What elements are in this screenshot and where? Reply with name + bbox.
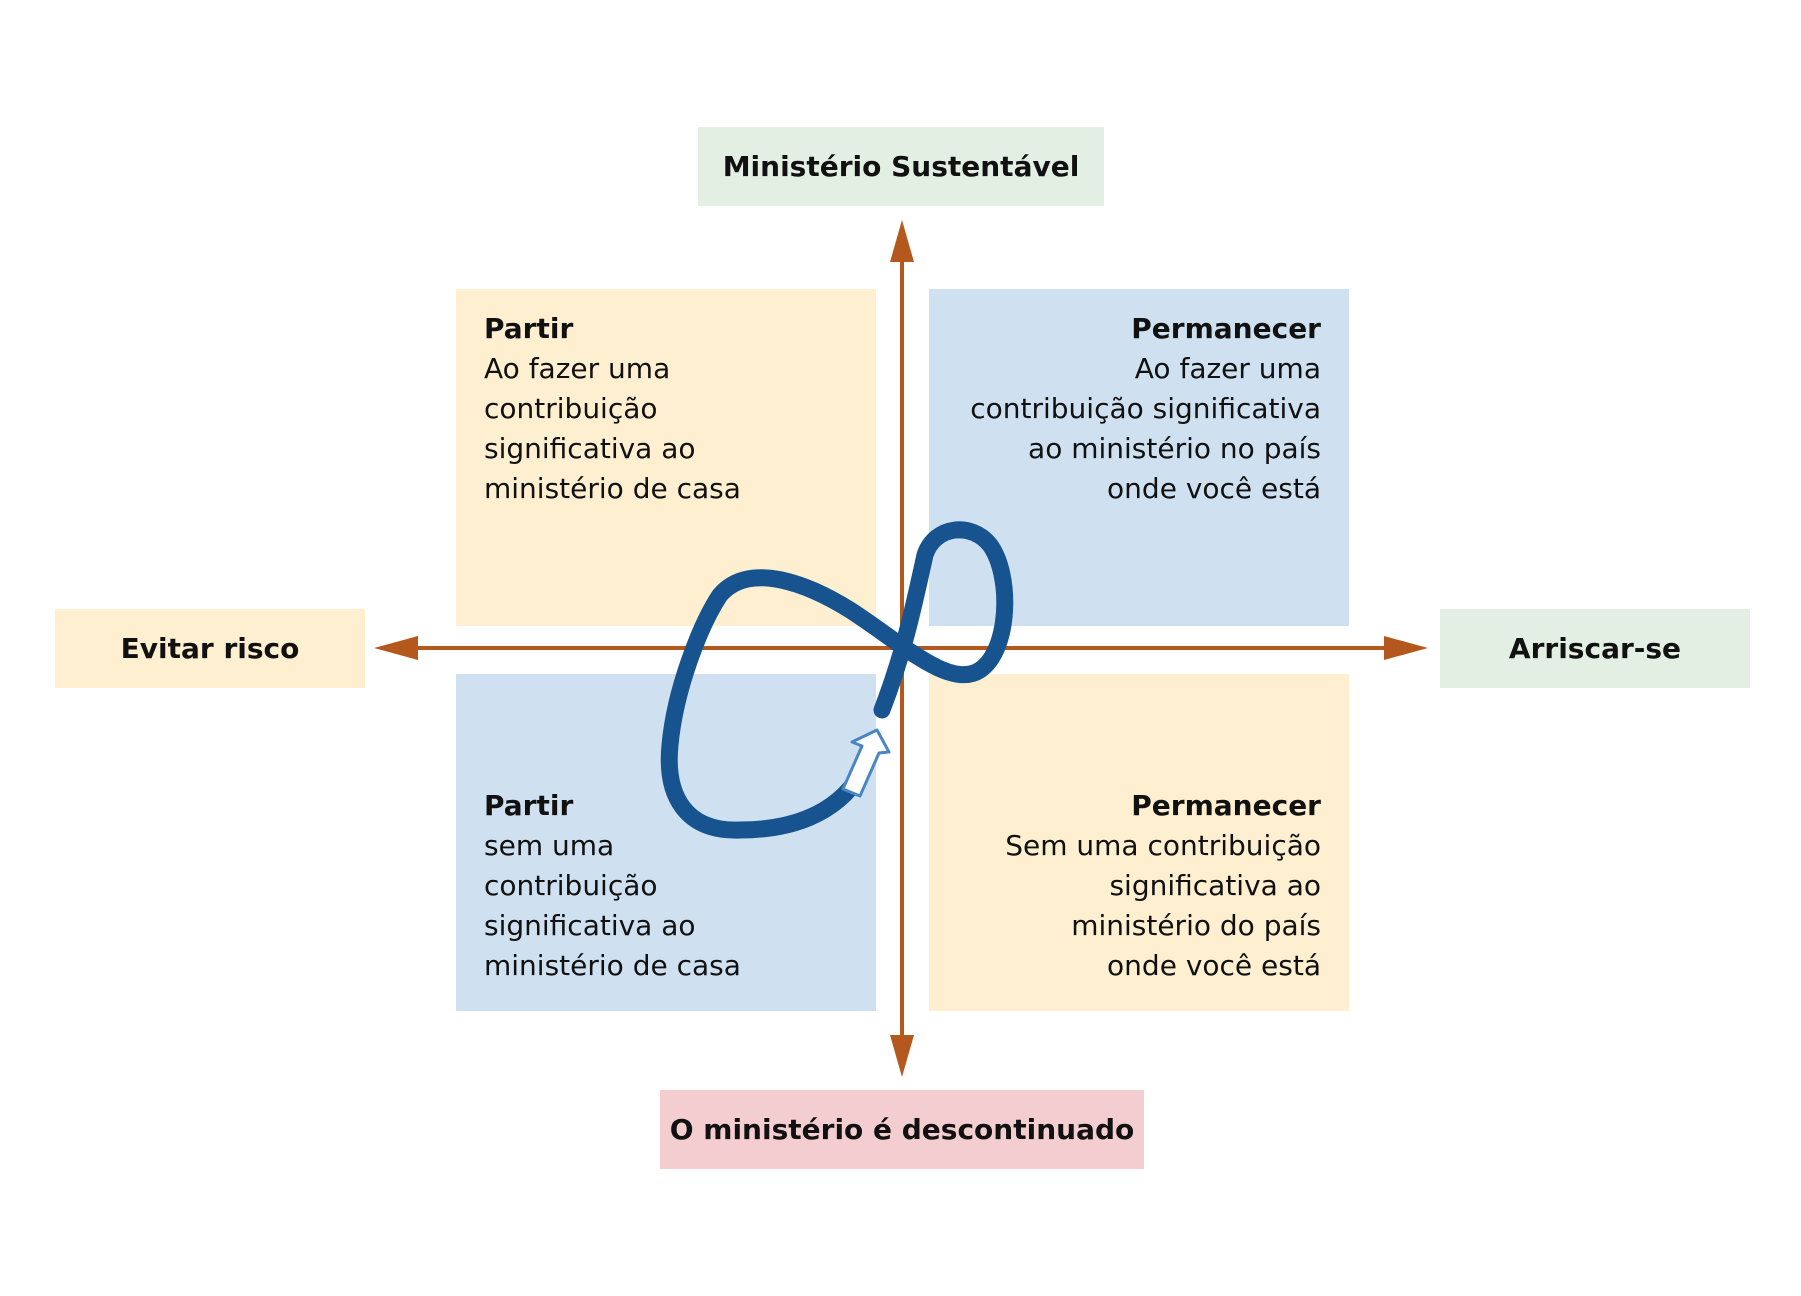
axis-arrow-down-icon [890,1035,914,1077]
quadrant-top-left-title: Partir [484,312,574,345]
quadrant-bottom-left-title: Partir [484,789,574,822]
quadrant-bottom-left-line-1: sem uma [484,829,615,862]
quadrant-top-left-line-4: ministério de casa [484,472,741,505]
quadrant-bottom-left-line-4: ministério de casa [484,949,741,982]
axis-label-left-text: Evitar risco [120,632,300,665]
quadrant-bottom-left-line-2: contribuição [484,869,658,902]
axis-label-bottom-text: O ministério é descontinuado [669,1113,1135,1146]
quadrant-top-left: Partir Ao fazer uma contribuição signifi… [456,289,876,626]
quadrant-bottom-left-line-3: significativa ao [484,909,696,942]
axis-arrow-up-icon [890,220,914,262]
quadrant-bottom-right-line-1: Sem uma contribuição [1005,829,1321,862]
quadrant-bottom-right-title: Permanecer [1131,789,1321,822]
quadrant-top-right-line-4: onde você está [1107,472,1321,505]
axis-label-top-text: Ministério Sustentável [722,150,1080,183]
axis-label-right: Arriscar-se [1440,609,1750,688]
loop-direction-arrow-icon [841,728,891,798]
quadrant-bottom-right-line-4: onde você está [1107,949,1321,982]
figure-eight-loop-path [660,521,1014,839]
quadrant-top-left-line-1: Ao fazer uma [484,352,671,385]
quadrant-bottom-right-line-3: ministério do país [1071,909,1321,942]
quadrant-top-right-line-1: Ao fazer uma [1134,352,1321,385]
quadrant-top-left-line-3: significativa ao [484,432,696,465]
axis-label-bottom: O ministério é descontinuado [660,1090,1144,1169]
quadrant-top-right-line-3: ao ministério no país [1028,432,1321,465]
axis-arrow-left-icon [374,636,418,660]
quadrant-top-right-title: Permanecer [1131,312,1321,345]
axis-label-top: Ministério Sustentável [698,127,1104,206]
axis-arrow-right-icon [1384,636,1428,660]
quadrant-top-left-line-2: contribuição [484,392,658,425]
quadrant-bottom-right: Permanecer Sem uma contribuição signific… [929,674,1349,1011]
axis-label-right-text: Arriscar-se [1508,632,1682,665]
axis-label-left: Evitar risco [55,609,365,688]
quadrant-bottom-right-line-2: significativa ao [1109,869,1321,902]
quadrant-top-right-line-2: contribuição significativa [970,392,1321,425]
